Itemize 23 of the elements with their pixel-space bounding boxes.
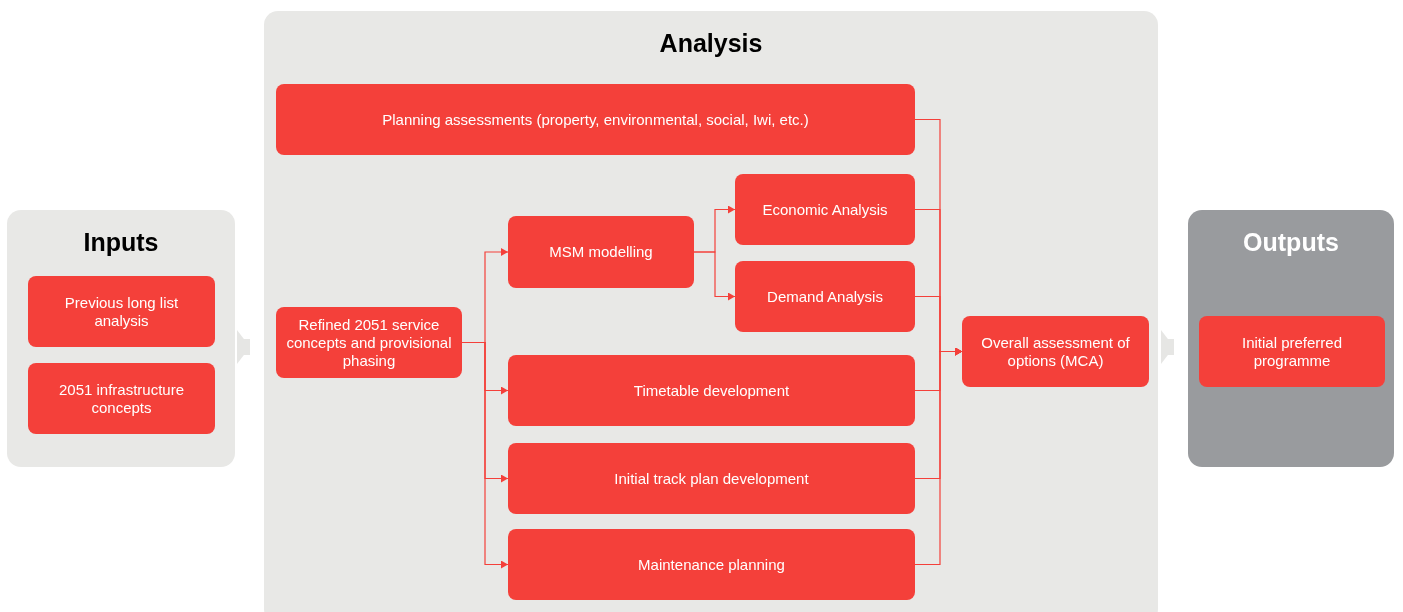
process-box: Initial preferred programme <box>1199 316 1385 387</box>
process-box: MSM modelling <box>508 216 694 288</box>
process-box: Maintenance planning <box>508 529 915 600</box>
process-box: 2051 infrastructure concepts <box>28 363 215 434</box>
process-box: Demand Analysis <box>735 261 915 332</box>
connector-arrow <box>693 251 736 301</box>
connector-arrow <box>461 341 509 569</box>
group-panel <box>1188 210 1394 467</box>
group-title: Outputs <box>1243 228 1339 257</box>
group-panel <box>7 210 235 467</box>
flow-arrow <box>237 330 250 364</box>
process-box: Initial track plan development <box>508 443 915 514</box>
process-box: Planning assessments (property, environmental, social, Iwi, etc.) <box>276 84 915 155</box>
process-box: Overall assessment of options (MCA) <box>962 316 1149 387</box>
process-box: Previous long list analysis <box>28 276 215 347</box>
connector-arrow <box>914 347 963 566</box>
process-box: Economic Analysis <box>735 174 915 245</box>
process-box: Timetable development <box>508 355 915 426</box>
process-box: Refined 2051 service concepts and provisional phasing <box>276 307 462 378</box>
group-title: Analysis <box>659 29 763 58</box>
group-title: Inputs <box>83 228 159 257</box>
group-panel <box>264 11 1158 612</box>
flow-arrow <box>1161 330 1174 364</box>
